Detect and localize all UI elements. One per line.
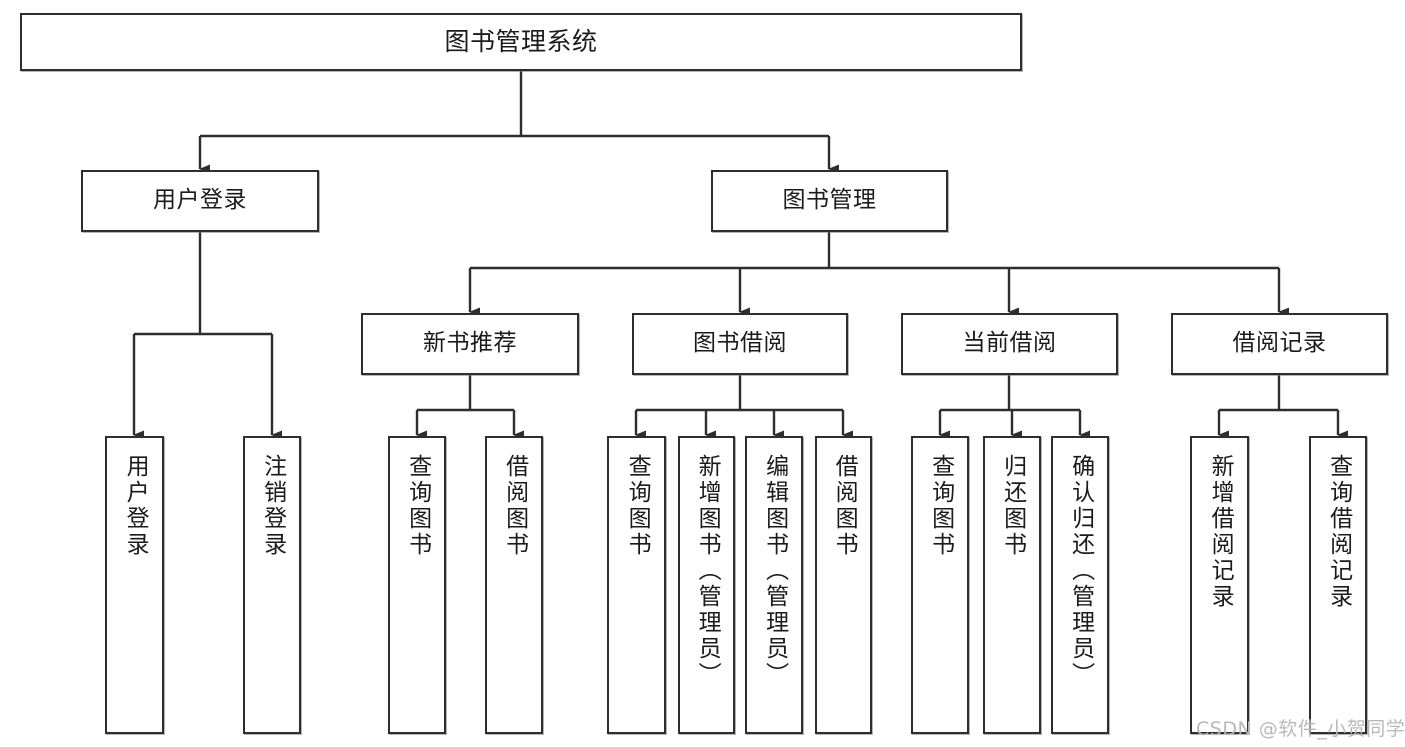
- node-user-login[interactable]: 用户登录: [81, 170, 319, 232]
- node-leaf-add-book-label: 新增图书（管理员）: [694, 454, 721, 688]
- node-leaf-add-record[interactable]: 新增借阅记录: [1190, 436, 1249, 734]
- node-leaf-query-record[interactable]: 查询借阅记录: [1309, 436, 1367, 734]
- node-book-borrow[interactable]: 图书借阅: [632, 313, 848, 375]
- node-leaf-query-record-label: 查询借阅记录: [1325, 454, 1352, 610]
- node-book-borrow-label: 图书借阅: [693, 330, 787, 357]
- node-leaf-query-book-2[interactable]: 查询图书: [607, 436, 666, 734]
- node-new-book-rec-label: 新书推荐: [423, 330, 517, 357]
- node-new-book-rec[interactable]: 新书推荐: [361, 313, 579, 375]
- node-book-manage-label: 图书管理: [782, 187, 877, 214]
- node-leaf-borrow-book-2-label: 借阅图书: [831, 454, 858, 558]
- node-leaf-logout-label: 注销登录: [259, 454, 286, 558]
- node-leaf-return-book[interactable]: 归还图书: [983, 436, 1041, 734]
- node-leaf-borrow-book-2[interactable]: 借阅图书: [815, 436, 872, 734]
- node-root-system[interactable]: 图书管理系统: [20, 13, 1022, 71]
- node-leaf-query-book-2-label: 查询图书: [624, 454, 651, 558]
- node-current-borrow[interactable]: 当前借阅: [901, 313, 1118, 375]
- node-leaf-query-book-3[interactable]: 查询图书: [911, 436, 969, 734]
- watermark: CSDN @软件_小贺同学: [1196, 718, 1405, 740]
- node-leaf-confirm-return[interactable]: 确认归还（管理员）: [1051, 436, 1109, 734]
- node-user-login-label: 用户登录: [153, 187, 247, 214]
- node-leaf-query-book-1-label: 查询图书: [404, 454, 431, 558]
- node-leaf-borrow-book-1[interactable]: 借阅图书: [485, 436, 543, 734]
- node-leaf-edit-book-label: 编辑图书（管理员）: [761, 454, 788, 688]
- node-book-manage[interactable]: 图书管理: [711, 170, 948, 232]
- node-leaf-query-book-1[interactable]: 查询图书: [388, 436, 446, 734]
- node-leaf-add-record-label: 新增借阅记录: [1207, 454, 1234, 610]
- node-leaf-logout[interactable]: 注销登录: [243, 436, 301, 734]
- node-leaf-edit-book[interactable]: 编辑图书（管理员）: [745, 436, 803, 734]
- node-leaf-confirm-return-label: 确认归还（管理员）: [1067, 454, 1094, 688]
- node-leaf-query-book-3-label: 查询图书: [927, 454, 954, 558]
- node-root-system-label: 图书管理系统: [444, 27, 598, 57]
- node-leaf-user-login-label: 用户登录: [122, 454, 149, 558]
- node-leaf-borrow-book-1-label: 借阅图书: [501, 454, 528, 558]
- node-borrow-record[interactable]: 借阅记录: [1171, 313, 1388, 375]
- node-leaf-add-book[interactable]: 新增图书（管理员）: [678, 436, 735, 734]
- node-leaf-return-book-label: 归还图书: [999, 454, 1026, 558]
- node-borrow-record-label: 借阅记录: [1232, 330, 1327, 357]
- node-leaf-user-login[interactable]: 用户登录: [105, 436, 164, 734]
- node-current-borrow-label: 当前借阅: [962, 330, 1057, 357]
